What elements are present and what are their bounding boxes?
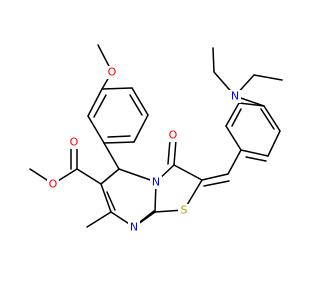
bond [107,135,131,138]
bond [103,141,135,144]
atom-methoxy-oxygen: O [106,66,118,79]
bond [118,168,157,183]
bond [100,183,112,213]
bond [76,168,102,185]
atom-label-s: S [181,204,188,217]
bond [240,149,269,157]
bond [101,87,133,90]
bond [173,164,203,181]
bond [245,156,267,162]
atom-amine-nitrogen: N [229,90,241,103]
bond [87,115,105,144]
bond [131,87,149,116]
bond [260,108,275,130]
bond [106,191,116,211]
bond [212,47,215,73]
atom-label-n: N [231,90,239,103]
atom-label-o: O [169,129,178,142]
atom-ring-nitrogen: N [150,176,162,189]
bond [103,142,120,170]
bond [225,102,240,127]
bond [100,168,120,185]
bond [129,94,143,116]
atom-label-o: O [108,66,117,79]
bond [86,211,112,228]
atom-label-n: N [130,221,138,234]
bond [231,108,242,127]
molecule-structure: N N S O O O O N [29,44,283,234]
atom-label-o: O [70,136,79,149]
bond [227,149,242,175]
atom-labels: N N S O O O O N [47,66,241,234]
atom-carbonyl-oxygen: O [167,129,179,142]
bond [133,114,149,143]
bond [87,88,103,117]
atom-label-n: N [152,176,160,189]
bond [93,94,107,118]
atom-imine-nitrogen: N [128,221,140,234]
atom-ring-sulfur: S [178,204,190,217]
bond-lines [29,44,283,228]
atom-ester-carbonyl-oxygen: O [68,136,80,149]
bond [267,130,281,157]
bond [167,139,171,165]
bond [238,102,265,107]
bond [139,210,155,223]
atom-ester-ether-oxygen: O [47,178,59,191]
bond [201,173,229,181]
bond [253,74,283,81]
bond [263,105,281,132]
bond [203,180,230,187]
bond [225,125,242,151]
bond [173,139,177,166]
atom-label-o: O [49,178,58,191]
